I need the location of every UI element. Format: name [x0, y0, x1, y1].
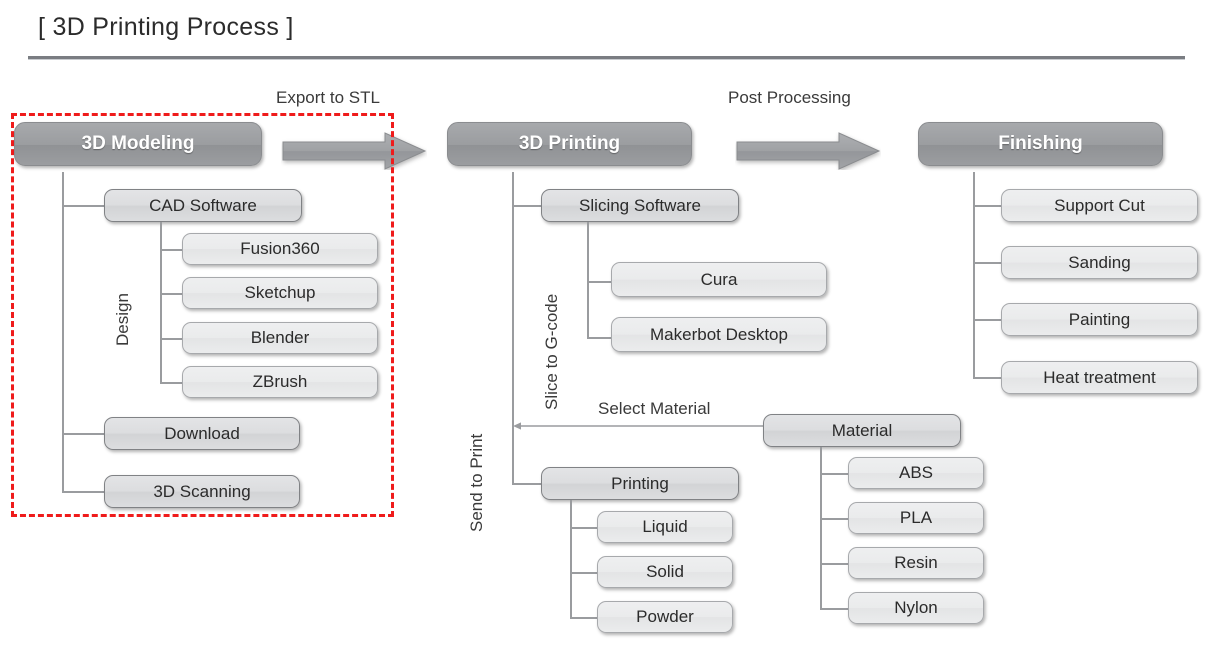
connector-cad-to-blender: [160, 338, 183, 340]
node-label: ZBrush: [252, 372, 308, 391]
edge-label-select-material: Select Material: [598, 399, 711, 418]
node-label: Resin: [894, 553, 938, 572]
connector-slicing-trunk: [587, 222, 589, 339]
connector-slicing-to-makerbot: [587, 337, 612, 339]
node-label: Sketchup: [244, 283, 316, 302]
title-divider: [28, 56, 1185, 60]
node-3d-scanning[interactable]: 3D Scanning: [104, 475, 300, 508]
connector-printing-to-slicing: [512, 205, 542, 207]
connector-material-to-printing-arrow: [512, 420, 768, 432]
connector-material-to-abs: [820, 473, 848, 475]
node-support-cut[interactable]: Support Cut: [1001, 189, 1198, 222]
connector-material-trunk: [820, 447, 822, 610]
node-label: Powder: [636, 607, 694, 626]
node-painting[interactable]: Painting: [1001, 303, 1198, 336]
connector-material-to-pla: [820, 518, 848, 520]
node-abs[interactable]: ABS: [848, 457, 984, 489]
node-label: Makerbot Desktop: [650, 324, 788, 344]
connector-slicing-to-cura: [587, 281, 612, 283]
node-3d-printing[interactable]: 3D Printing: [447, 122, 692, 166]
connector-modeling-to-cad: [62, 205, 105, 207]
node-3d-modeling[interactable]: 3D Modeling: [14, 122, 262, 166]
node-label: Support Cut: [1054, 195, 1145, 215]
node-heat-treatment[interactable]: Heat treatment: [1001, 361, 1198, 394]
node-label: ABS: [898, 463, 934, 482]
node-resin[interactable]: Resin: [848, 547, 984, 579]
connector-cad-to-sketchup: [160, 293, 183, 295]
connector-modeling-trunk: [62, 172, 64, 492]
node-label: 3D Printing: [518, 133, 621, 154]
flow-arrow-label-post-processing: Post Processing: [728, 88, 851, 107]
connector-modeling-to-scanning: [62, 491, 105, 493]
node-label: Cura: [700, 269, 738, 289]
selection-highlight-3d-modeling: [11, 113, 394, 517]
node-label: PLA: [899, 508, 933, 527]
edge-label-slice-to-g-code: Slice to G-code: [542, 293, 561, 410]
node-nylon[interactable]: Nylon: [848, 592, 984, 624]
node-label: Heat treatment: [1043, 367, 1156, 387]
node-label: Printing: [611, 473, 669, 493]
connector-printing-to-printing: [512, 483, 542, 485]
node-download[interactable]: Download: [104, 417, 300, 450]
connector-finishing-trunk: [973, 172, 975, 379]
node-zbrush[interactable]: ZBrush: [182, 366, 378, 398]
flow-arrow-post-processing: [735, 132, 881, 170]
node-label: Liquid: [642, 517, 688, 536]
node-cad-software[interactable]: CAD Software: [104, 189, 302, 222]
node-cura[interactable]: Cura: [611, 262, 827, 297]
connector-finishing-to-support-cut: [973, 205, 1001, 207]
node-label: Fusion360: [240, 239, 320, 258]
connector-printing-to-solid: [570, 572, 598, 574]
connector-cad-trunk: [160, 222, 162, 383]
node-fusion360[interactable]: Fusion360: [182, 233, 378, 265]
node-makerbot-desktop[interactable]: Makerbot Desktop: [611, 317, 827, 352]
node-label: Solid: [646, 562, 684, 581]
node-pla[interactable]: PLA: [848, 502, 984, 534]
node-printing[interactable]: Printing: [541, 467, 739, 500]
edge-label-send-to-print: Send to Print: [467, 433, 486, 532]
connector-finishing-to-heat-treatment: [973, 377, 1001, 379]
node-label: Sanding: [1068, 252, 1131, 272]
node-label: 3D Scanning: [153, 481, 251, 501]
connector-printing-to-liquid: [570, 527, 598, 529]
connector-printing-sub-trunk: [570, 500, 572, 617]
node-sanding[interactable]: Sanding: [1001, 246, 1198, 279]
connector-printing-to-powder: [570, 617, 598, 619]
node-slicing-software[interactable]: Slicing Software: [541, 189, 739, 222]
node-finishing[interactable]: Finishing: [918, 122, 1163, 166]
connector-material-to-nylon: [820, 608, 848, 610]
flow-arrow-label-export-to-stl: Export to STL: [276, 88, 380, 107]
node-liquid[interactable]: Liquid: [597, 511, 733, 543]
connector-material-to-resin: [820, 563, 848, 565]
node-powder[interactable]: Powder: [597, 601, 733, 633]
connector-cad-to-fusion360: [160, 249, 183, 251]
node-solid[interactable]: Solid: [597, 556, 733, 588]
node-label: Finishing: [998, 133, 1083, 154]
connector-cad-to-zbrush: [160, 382, 183, 384]
connector-finishing-to-painting: [973, 319, 1001, 321]
node-label: Painting: [1068, 309, 1131, 329]
node-label: CAD Software: [149, 195, 257, 215]
connector-printing-trunk: [512, 172, 514, 484]
node-label: Nylon: [894, 598, 938, 617]
page-title: [ 3D Printing Process ]: [38, 13, 294, 41]
node-label: 3D Modeling: [81, 133, 195, 154]
node-material[interactable]: Material: [763, 414, 961, 447]
node-label: Blender: [250, 328, 310, 347]
edge-label-design: Design: [113, 293, 132, 346]
connector-finishing-to-sanding: [973, 262, 1001, 264]
node-blender[interactable]: Blender: [182, 322, 378, 354]
node-sketchup[interactable]: Sketchup: [182, 277, 378, 309]
node-label: Slicing Software: [579, 195, 701, 215]
node-label: Material: [831, 420, 893, 440]
node-label: Download: [164, 423, 240, 443]
flow-arrow-export-to-stl: [281, 132, 427, 170]
connector-modeling-to-download: [62, 433, 105, 435]
